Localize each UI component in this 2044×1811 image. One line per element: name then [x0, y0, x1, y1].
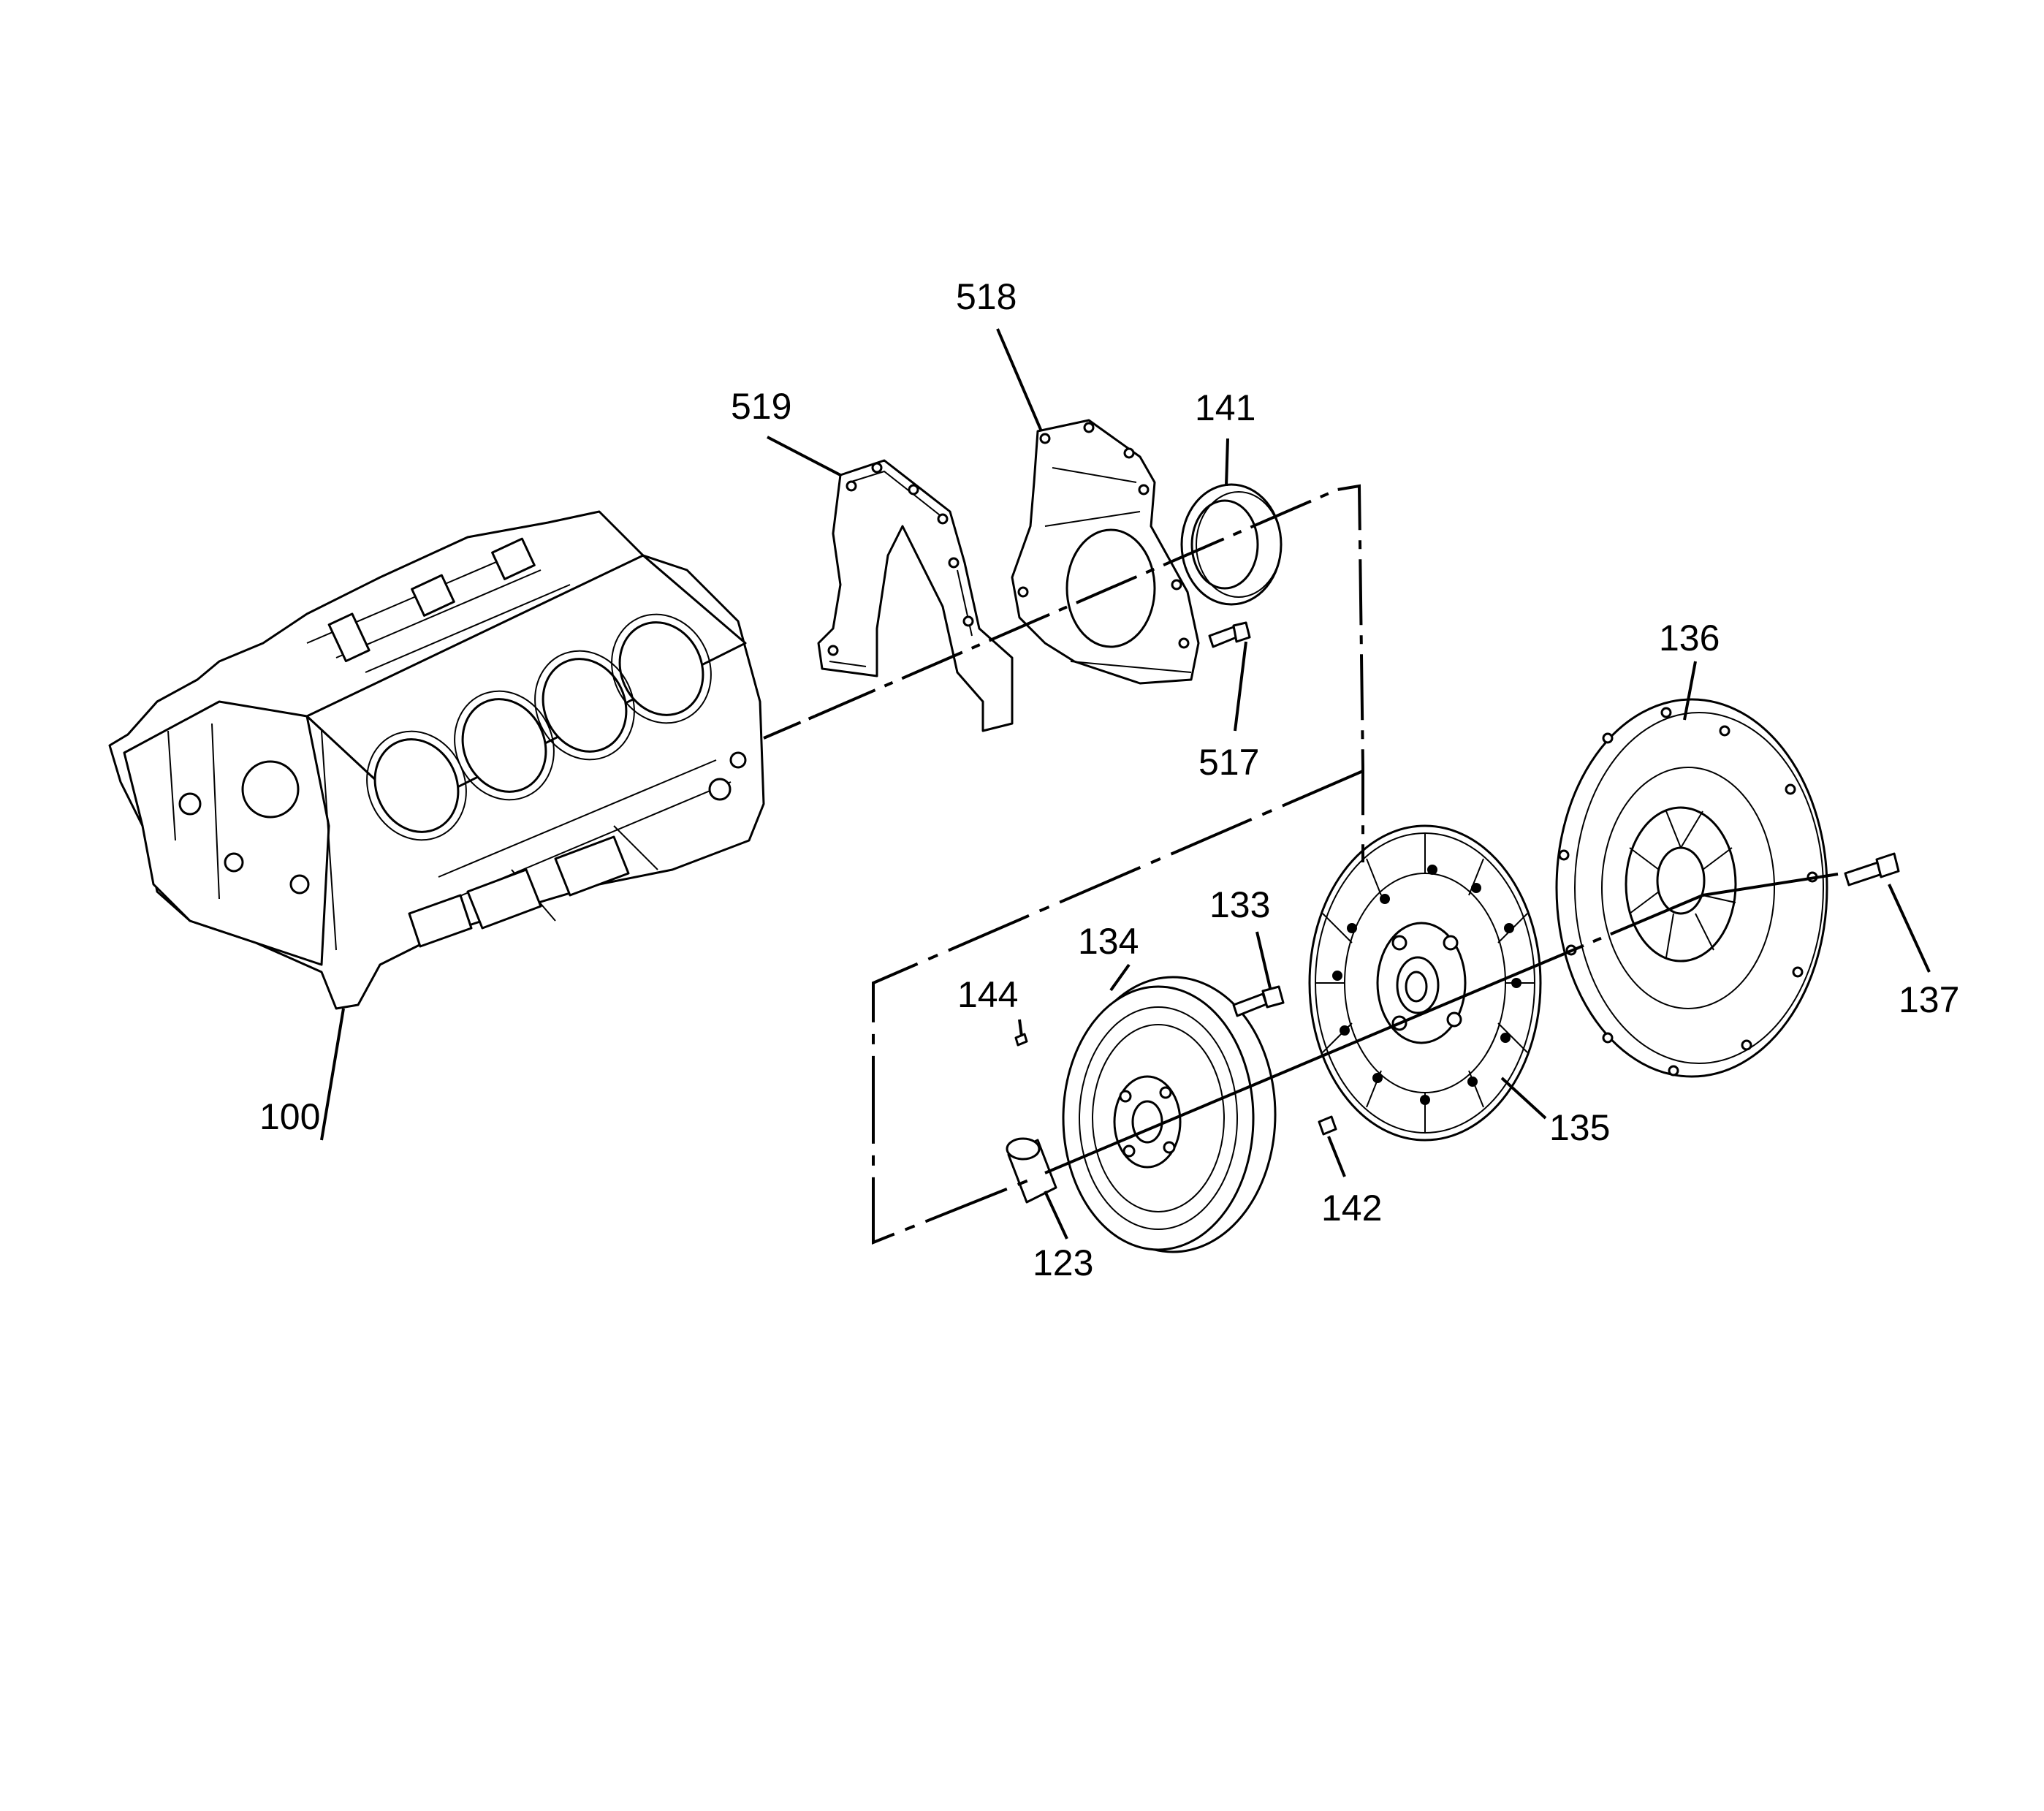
callout-123: 123	[1033, 1242, 1093, 1283]
leader-123	[1044, 1191, 1068, 1239]
callout-141: 141	[1195, 387, 1255, 428]
callout-144: 144	[957, 974, 1018, 1015]
callout-133: 133	[1209, 884, 1270, 925]
part-135-clutch-disc	[1308, 824, 1542, 1142]
callout-518: 518	[956, 276, 1017, 317]
callout-labels: 100 123 133 134 135 136 137 141 142 144 …	[259, 276, 1959, 1283]
part-123-pilot-bearing	[1006, 1137, 1057, 1204]
callout-136: 136	[1659, 618, 1720, 658]
clutch-disc-rivets	[1332, 865, 1521, 1105]
leader-100	[320, 1008, 345, 1141]
callout-100: 100	[259, 1096, 320, 1137]
callout-519: 519	[731, 386, 791, 427]
part-133-bolt	[1232, 985, 1285, 1017]
leader-136	[1683, 661, 1697, 721]
callout-137: 137	[1899, 979, 1959, 1020]
leader-lines	[320, 328, 1931, 1239]
part-519-plate	[817, 459, 1014, 732]
part-518-rear-cover	[1011, 419, 1200, 685]
leader-133	[1255, 931, 1272, 989]
callout-134: 134	[1078, 921, 1139, 962]
leader-134	[1109, 963, 1131, 992]
leader-518	[996, 328, 1043, 432]
part-136-pressure-plate	[1555, 698, 1828, 1078]
callout-517: 517	[1198, 742, 1259, 783]
part-134-flywheel	[1062, 976, 1277, 1253]
leader-141	[1225, 438, 1229, 487]
leader-517	[1234, 641, 1247, 732]
leader-519	[767, 436, 841, 477]
part-142-dowel	[1318, 1115, 1337, 1136]
leader-144	[1018, 1019, 1023, 1037]
leader-137	[1888, 884, 1931, 973]
leader-142	[1327, 1136, 1346, 1177]
engine-block	[108, 510, 765, 1010]
callout-135: 135	[1549, 1107, 1610, 1148]
part-517-bolt	[1208, 621, 1251, 648]
pressure-plate-holes	[1558, 707, 1818, 1077]
assembly-centerlines	[763, 484, 1839, 1245]
leader-135	[1500, 1077, 1547, 1120]
part-141-seal	[1180, 483, 1283, 606]
callout-142: 142	[1321, 1188, 1382, 1229]
part-137-bolt	[1844, 852, 1900, 886]
